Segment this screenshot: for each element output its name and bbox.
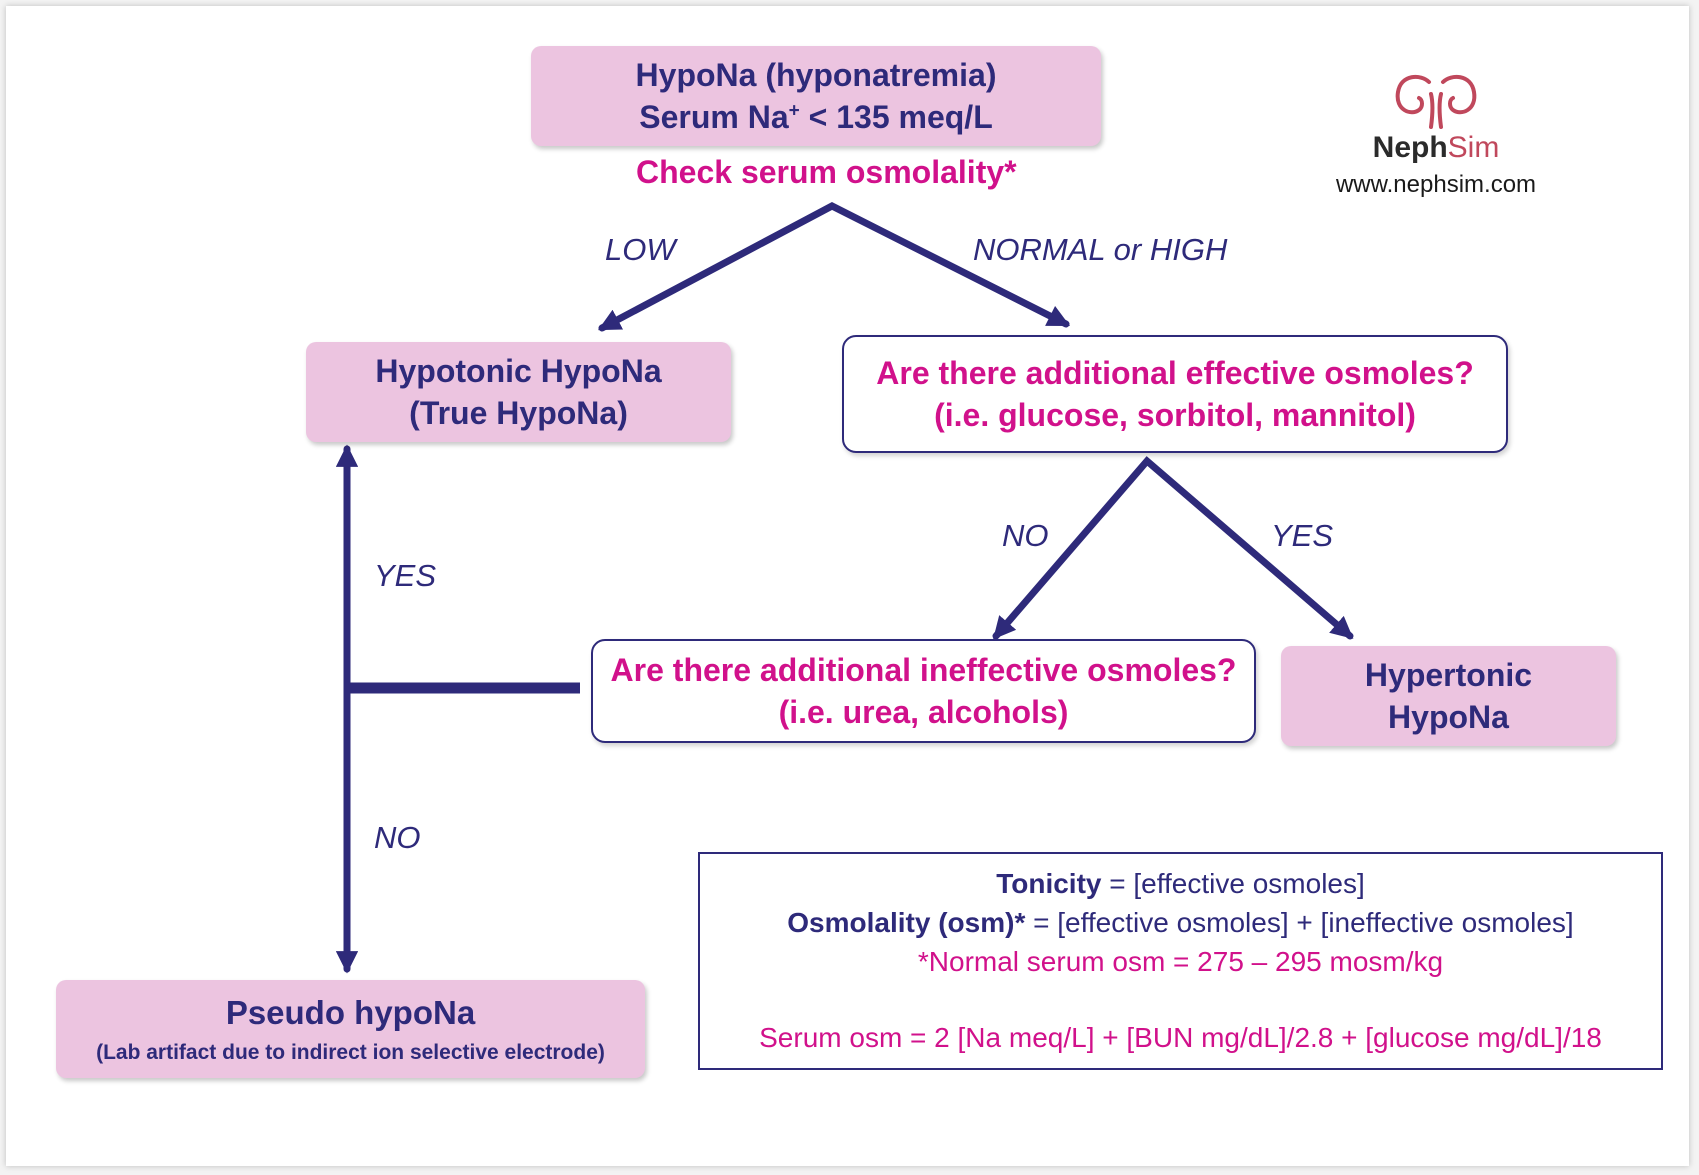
legend-formula: Serum osm = 2 [Na meq/L] + [BUN mg/dL]/2… <box>759 1021 1602 1053</box>
nephsim-brand: NephSim <box>1316 131 1556 165</box>
node-pseudo-line1: Pseudo hypoNa <box>225 994 476 1032</box>
node-ineffective-line2: (i.e. urea, alcohols) <box>778 694 1069 730</box>
legend-osmolality-term: Osmolality (osm)* <box>787 907 1026 939</box>
nephsim-logo: NephSim www.nephsim.com <box>1316 72 1556 199</box>
node-effective-line2: (i.e. glucose, sorbitol, mannitol) <box>934 397 1416 433</box>
node-hyponatremia: HypoNa (hyponatremia) Serum Na+ < 135 me… <box>531 46 1101 146</box>
node-effective-osmoles-question: Are there additional effective osmoles? … <box>842 335 1508 453</box>
node-effective-line1: Are there additional effective osmoles? <box>876 354 1474 391</box>
node-hypertonic-line1: Hypertonic <box>1364 656 1533 693</box>
node-hypertonic-line2: HypoNa <box>1388 699 1509 735</box>
node-hypotonic-line1: Hypotonic HypoNa <box>375 352 662 389</box>
brand-part-neph: Neph <box>1372 131 1448 164</box>
definitions-legend: Tonicity = [effective osmoles] Osmolalit… <box>698 852 1663 1070</box>
nephsim-url: www.nephsim.com <box>1335 171 1537 198</box>
legend-osmolality-def: = [effective osmoles] + [ineffective osm… <box>1025 907 1574 939</box>
check-osmolality-label: Check serum osmolality* <box>636 154 1017 190</box>
arrow-low-normal <box>598 202 1071 332</box>
legend-tonicity-def: = [effective osmoles] <box>1101 868 1365 899</box>
serum-na-prefix: Serum Na <box>639 99 789 135</box>
label-normal-or-high: NORMAL or HIGH <box>973 232 1228 267</box>
kidney-logo-icon <box>1395 74 1477 129</box>
diagram-canvas: HypoNa (hyponatremia) Serum Na+ < 135 me… <box>6 6 1689 1166</box>
connector-arrows <box>335 202 1354 974</box>
node-hypertonic-hypona: Hypertonic HypoNa <box>1281 646 1616 746</box>
arrow-no-yes <box>992 456 1354 640</box>
label-effective-no: NO <box>1002 518 1049 553</box>
node-hyponatremia-line2: Serum Na+ < 135 meq/L <box>639 96 992 138</box>
legend-tonicity: Tonicity = [effective osmoles] <box>700 864 1661 903</box>
legend-normal-range: *Normal serum osm = 275 – 295 mosm/kg <box>917 946 1444 978</box>
label-ineffective-no: NO <box>374 820 421 855</box>
node-pseudo-line2: (Lab artifact due to indirect ion select… <box>96 1040 605 1064</box>
brand-part-sim: Sim <box>1447 131 1500 164</box>
label-effective-yes: YES <box>1271 518 1334 553</box>
node-hyponatremia-line1: HypoNa (hyponatremia) <box>635 56 997 93</box>
label-low: LOW <box>605 232 676 267</box>
node-ineffective-line1: Are there additional ineffective osmoles… <box>610 651 1237 688</box>
legend-tonicity-term: Tonicity <box>996 868 1102 899</box>
legend-osmolality: Osmolality (osm)* = [effective osmoles] … <box>700 903 1661 942</box>
node-hypotonic-line2: (True HypoNa) <box>409 395 628 431</box>
serum-na-suffix: < 135 meq/L <box>799 99 993 135</box>
label-ineffective-yes: YES <box>374 558 437 593</box>
node-ineffective-osmoles-question: Are there additional ineffective osmoles… <box>591 639 1256 743</box>
node-pseudo-hypona: Pseudo hypoNa (Lab artifact due to indir… <box>56 980 645 1078</box>
na-superscript: + <box>788 100 800 122</box>
node-hypotonic-hypona: Hypotonic HypoNa (True HypoNa) <box>306 342 731 442</box>
